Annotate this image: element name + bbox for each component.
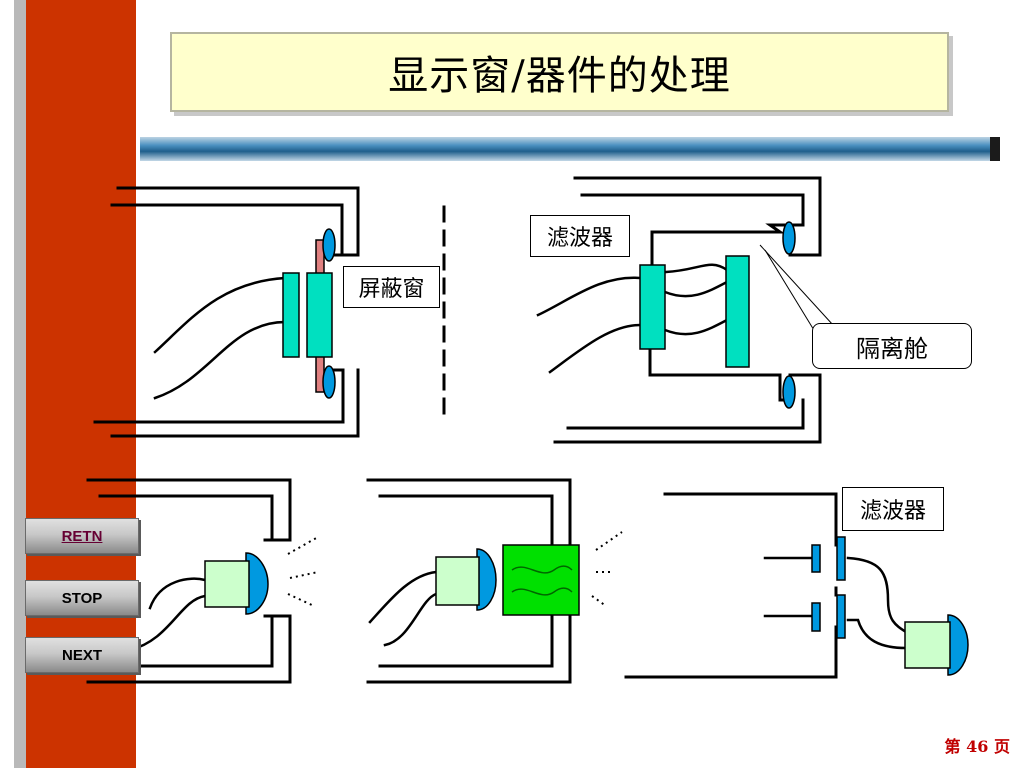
cable-11: [383, 592, 438, 647]
filtered-module: [435, 556, 480, 606]
filter-label-top-text: 滤波器: [546, 226, 613, 251]
enclosure-wall-bottom-outer: [110, 368, 360, 438]
callout-line-2: [764, 249, 821, 341]
page-number-prefix: 第: [944, 737, 961, 756]
filtered-emitter: [476, 548, 497, 611]
cabin-wall-bottom-inner-2: [566, 398, 805, 430]
enclosure-wall-top-outer: [116, 186, 360, 257]
feed-wire-3: [846, 556, 908, 634]
feedthrough-cap-1: [811, 544, 821, 573]
filter-wave-1: [511, 565, 573, 574]
title-rule-end: [990, 137, 1000, 161]
cable-9: [128, 594, 207, 652]
wire-5: [663, 280, 729, 298]
sidebar-shadow: [14, 0, 26, 768]
panel-filter-block: [366, 478, 572, 684]
next-button[interactable]: NEXT: [25, 637, 139, 673]
radiation-ray-1: [287, 536, 319, 555]
filter-label-bottom: 滤波器: [842, 487, 944, 531]
radiation-ray-2: [289, 571, 319, 579]
feedthrough-flange-1: [836, 536, 846, 581]
shield-gasket-left: [282, 272, 300, 358]
page-number-value: 46: [966, 737, 989, 756]
isolated-board: [725, 255, 750, 368]
filter-wall-top-inner: [378, 494, 554, 547]
cable-4: [548, 323, 642, 374]
filter-wall-bottom-inner: [378, 613, 554, 668]
filter-wall-top-outer: [366, 478, 572, 547]
cabin-seal-bottom: [782, 375, 796, 409]
panel-isolation-cabin: [536, 176, 822, 444]
enclosure-wall-bottom-inner: [93, 368, 345, 424]
radiation-ray-6: [591, 595, 607, 607]
panel-shield-window: [93, 186, 360, 438]
page-number: 第 46 页: [945, 733, 1010, 757]
gasket-seal-top: [322, 228, 336, 262]
aperture-wall-bottom-outer: [86, 614, 292, 684]
shield-window-label: 屏蔽窗: [343, 266, 440, 308]
feedthrough-flange-2: [836, 594, 846, 639]
shield-gasket-right: [306, 272, 333, 358]
cable-3: [536, 276, 642, 317]
aperture-wall-bottom-inner: [98, 614, 274, 668]
title-box: 显示窗/器件的处理: [170, 32, 949, 112]
aperture-wall-top-outer: [86, 478, 292, 542]
filter-block: [502, 544, 580, 616]
retn-button[interactable]: RETN: [25, 518, 139, 554]
isolation-cabin-label-text: 隔离舱: [856, 334, 928, 363]
cabin-wall-bottom-inner: [648, 346, 792, 402]
feed-wall-top: [663, 492, 838, 547]
radiation-ray-3: [287, 593, 315, 607]
external-emitter: [947, 614, 969, 676]
feedthrough-cap-2: [811, 602, 821, 632]
gasket-seal-bottom: [322, 365, 336, 399]
page-number-suffix: 页: [993, 737, 1010, 756]
filter-wall-bottom-outer: [366, 613, 572, 684]
filter-label-bottom-text: 滤波器: [859, 499, 926, 524]
cable-1: [153, 276, 287, 354]
cable-8: [148, 577, 207, 610]
callout-line-1: [759, 244, 834, 326]
cable-10: [368, 570, 438, 624]
radiating-module: [204, 560, 250, 608]
title-rule: [140, 137, 1000, 161]
enclosure-wall-top-inner: [110, 203, 344, 257]
feed-wire-4: [846, 618, 908, 650]
page-title: 显示窗/器件的处理: [388, 53, 731, 99]
cabin-wall-top-outer: [573, 176, 822, 257]
cabin-wall-bottom-outer: [553, 373, 822, 444]
external-module: [904, 621, 951, 669]
cabin-seal-top: [782, 221, 796, 255]
radiation-ray-4: [595, 531, 623, 551]
panel-aperture-radiating: [86, 478, 292, 684]
isolation-cabin-label: 隔离舱: [812, 323, 972, 369]
cabin-wall-top-inner: [580, 193, 805, 267]
panel-feedthrough-filters: [624, 492, 908, 679]
radiating-emitter: [245, 552, 269, 615]
filter-board: [639, 264, 666, 350]
shield-window-label-text: 屏蔽窗: [358, 277, 425, 302]
aperture-wall-top-inner: [98, 494, 274, 542]
feed-wall-bottom: [624, 625, 838, 679]
stop-button[interactable]: STOP: [25, 580, 139, 616]
cable-2: [153, 320, 287, 400]
filter-label-top: 滤波器: [530, 215, 630, 257]
filter-wave-2: [511, 587, 573, 596]
wire-7: [664, 263, 729, 274]
wire-6: [663, 318, 729, 336]
